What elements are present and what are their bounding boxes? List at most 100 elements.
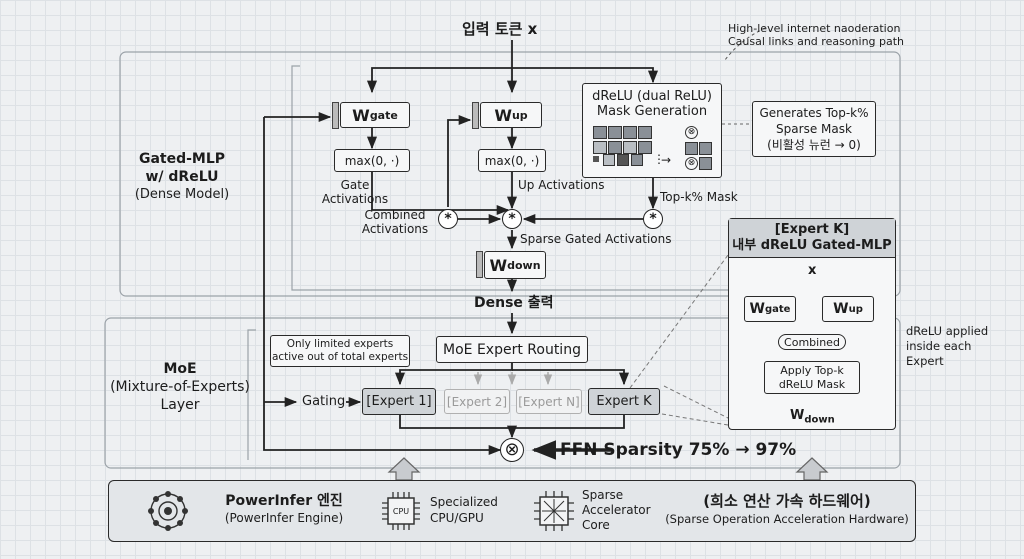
dense-section-outline bbox=[119, 51, 901, 297]
gating-label: Gating bbox=[302, 394, 346, 409]
multiply-node-combined: * bbox=[438, 209, 458, 229]
hardware-label: (희소 연산 가속 하드웨어) (Sparse Operation Accele… bbox=[664, 492, 910, 527]
sparse-gated-label: Sparse Gated Activations bbox=[520, 232, 672, 246]
expert-2-block: [Expert 2] bbox=[444, 389, 510, 414]
side-note-line2: inside each bbox=[906, 339, 972, 353]
max-gate-block: max(0, ·) bbox=[334, 149, 410, 172]
mask-note-line3: (비활성 뉴런 → 0) bbox=[767, 138, 861, 152]
expert-detail-title2: 내부 dReLU Gated-MLP bbox=[732, 238, 892, 253]
mask-line1: dReLU (dual ReLU) bbox=[592, 89, 712, 104]
expert-apply-mask: Apply Top-k dReLU Mask bbox=[764, 361, 860, 394]
max-up-block: max(0, ·) bbox=[478, 149, 546, 172]
moe-inner-outline bbox=[247, 329, 256, 460]
mask-zero-icon: ⊗ bbox=[685, 126, 698, 139]
mask-note-line1: Generates Top-k% bbox=[759, 106, 869, 120]
cpu-chip-icon: CPU bbox=[382, 492, 420, 530]
engine-gear-icon bbox=[148, 491, 188, 531]
mask-note: Generates Top-k% Sparse Mask (비활성 뉴런 → 0… bbox=[752, 101, 876, 157]
expert-w-up-sub: up bbox=[848, 303, 863, 315]
expert-w-gate-main: W bbox=[749, 301, 765, 317]
cpu-line2: CPU/GPU bbox=[430, 511, 484, 525]
expert-detail-x: x bbox=[808, 263, 817, 278]
expert-apply-line1: Apply Top-k bbox=[780, 364, 844, 377]
input-token-title: 입력 토큰 x bbox=[462, 20, 538, 38]
hardware-bar bbox=[108, 480, 916, 542]
expert-w-down-main: W bbox=[790, 408, 805, 423]
engine-line2: (PowerInfer Engine) bbox=[224, 511, 344, 525]
dense-section-label: Gated-MLP w/ dReLU (Dense Model) bbox=[122, 150, 242, 204]
weight-tab-icon bbox=[472, 102, 479, 129]
hardware-line2: (Sparse Operation Acceleration Hardware) bbox=[665, 512, 909, 526]
expert-w-gate-sub: gate bbox=[764, 303, 791, 315]
expert-n-block: [Expert N] bbox=[516, 389, 582, 414]
engine-line1: PowerInfer 엔진 bbox=[225, 493, 343, 509]
cpu-label: Specialized CPU/GPU bbox=[430, 494, 498, 526]
expert-w-up-main: W bbox=[833, 301, 849, 317]
limited-note-line1: Only limited experts bbox=[286, 338, 394, 350]
mask-note-line2: Sparse Mask bbox=[776, 122, 852, 136]
w-down-main: W bbox=[489, 255, 508, 275]
combined-activations-line2: Activations bbox=[361, 222, 429, 236]
multiply-node-mask: * bbox=[643, 209, 663, 229]
hardware-line1: (희소 연산 가속 하드웨어) bbox=[703, 492, 871, 510]
expert-detail-title1: [Expert K] bbox=[774, 222, 850, 237]
note-pointer bbox=[722, 123, 752, 125]
accel-line2: Accelerator bbox=[582, 503, 651, 517]
expert-w-down: Wdown bbox=[790, 408, 835, 426]
mask-line2: Mask Generation bbox=[596, 104, 708, 119]
expert-w-down-sub: down bbox=[804, 414, 835, 426]
weight-tab-icon bbox=[476, 251, 483, 278]
w-up-sub: up bbox=[511, 108, 528, 122]
accel-line1: Sparse bbox=[582, 488, 624, 502]
expert-combined: Combined bbox=[778, 334, 846, 350]
accelerator-label: Sparse Accelerator Core bbox=[582, 488, 651, 533]
gate-activations-line2: Activations bbox=[321, 192, 389, 206]
moe-label-line3: Layer bbox=[160, 397, 200, 413]
top-note: High-level internet naoderation Causal l… bbox=[728, 22, 904, 48]
dense-output-label: Dense 출력 bbox=[474, 295, 554, 311]
mask-ellipsis: ⋮ bbox=[653, 152, 665, 166]
ffn-sparsity-label: FFN Sparsity 75% → 97% bbox=[560, 440, 797, 460]
dense-label-line1: Gated-MLP bbox=[138, 151, 226, 167]
gate-activations-line1: Gate bbox=[340, 178, 370, 192]
top-note-line1: High-level internet naoderation bbox=[728, 22, 901, 35]
expert-detail-panel: [Expert K] 내부 dReLU Gated-MLP bbox=[728, 218, 896, 430]
w-up-main: W bbox=[494, 105, 512, 125]
limited-note-line2: active out of total experts bbox=[271, 351, 409, 363]
gate-activations-label: Gate Activations bbox=[310, 178, 400, 206]
dense-label-line2: w/ dReLU bbox=[145, 169, 219, 185]
mask-arrow: → bbox=[661, 153, 672, 167]
mask-zero-icon: ⊗ bbox=[685, 157, 698, 170]
side-note-line3: Expert bbox=[906, 354, 944, 368]
mask-generation-block: dReLU (dual ReLU) Mask Generation ⋮ → ⊗ … bbox=[582, 83, 722, 178]
mask-grid: ⋮ → ⊗ ⊗ bbox=[593, 126, 713, 172]
expert-1-block: [Expert 1] bbox=[362, 388, 436, 415]
otimes-combine-node: ⊗ bbox=[500, 438, 524, 462]
accelerator-chip-icon bbox=[534, 491, 574, 531]
accel-line3: Core bbox=[582, 518, 610, 532]
w-down-sub: down bbox=[507, 258, 541, 272]
moe-label-line1: MoE bbox=[163, 361, 197, 377]
expert-detail-title: [Expert K] 내부 dReLU Gated-MLP bbox=[729, 219, 895, 258]
engine-label: PowerInfer 엔진 (PowerInfer Engine) bbox=[204, 492, 364, 526]
moe-routing-block: MoE Expert Routing bbox=[436, 336, 588, 363]
topk-mask-label: Top-k% Mask bbox=[660, 190, 738, 204]
expert-apply-line2: dReLU Mask bbox=[778, 378, 846, 391]
top-note-line2: Causal links and reasoning path bbox=[728, 35, 905, 48]
moe-section-outline bbox=[104, 317, 901, 469]
combined-activations-line1: Combined bbox=[364, 208, 426, 222]
side-note-line1: dReLU applied bbox=[906, 324, 989, 338]
weight-tab-icon bbox=[332, 102, 339, 129]
drelu-side-note: dReLU applied inside each Expert bbox=[906, 324, 988, 369]
up-activations-label: Up Activations bbox=[518, 178, 605, 192]
moe-section-label: MoE (Mixture-of-Experts) Layer bbox=[110, 360, 250, 414]
w-gate-main: W bbox=[352, 105, 370, 125]
multiply-node-sparse: * bbox=[502, 209, 522, 229]
cpu-line1: Specialized bbox=[430, 495, 498, 509]
limited-experts-note: Only limited experts active out of total… bbox=[270, 335, 410, 367]
combined-activations-label: Combined Activations bbox=[356, 208, 434, 236]
expert-k-block: Expert K bbox=[588, 388, 660, 415]
